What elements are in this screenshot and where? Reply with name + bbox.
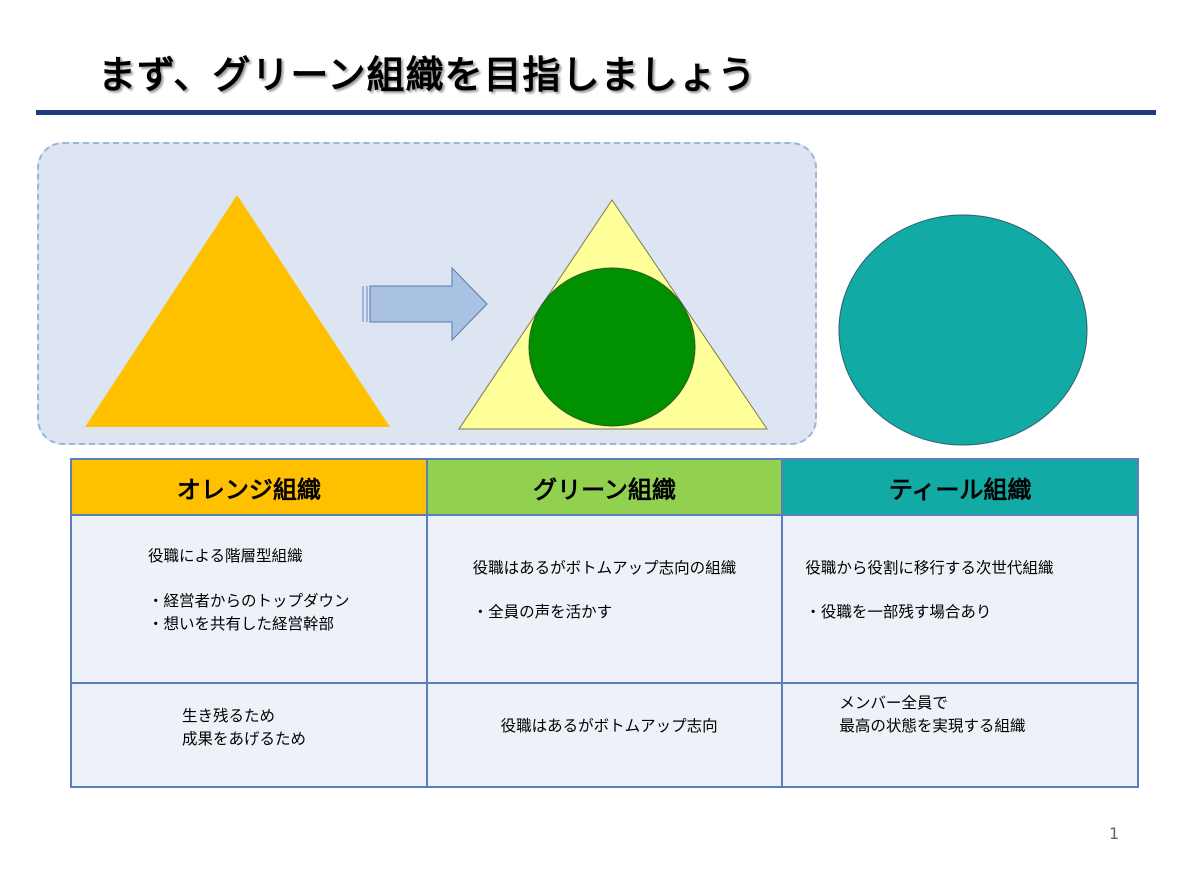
green-circle [528, 267, 696, 427]
green-bullet-1: ・全員の声を活かす [472, 603, 613, 621]
header-teal-org: ティール組織 [781, 458, 1139, 516]
orange-bullet-2: ・想いを共有した経営幹部 [148, 615, 335, 633]
header-green-org: グリーン組織 [425, 458, 784, 516]
cell-teal-purpose: メンバー全員で 最高の状態を実現する組織 [781, 682, 1139, 788]
table-row: 役職による階層型組織 ・経営者からのトップダウン ・想いを共有した経営幹部 役職… [70, 514, 1139, 684]
cell-green-purpose: 役職はあるがボトムアップ志向 [425, 682, 784, 788]
teal-lead-text: 役職から役割に移行する次世代組織 [805, 559, 1054, 577]
green-purpose-line-1: 役職はあるがボトムアップ志向 [500, 717, 718, 735]
slide-title: まず、グリーン組織を目指しましょう [98, 53, 757, 97]
orange-bullet-1: ・経営者からのトップダウン [148, 592, 350, 610]
cell-orange-purpose: 生き残るため 成果をあげるため [70, 682, 428, 788]
cell-teal-description: 役職から役割に移行する次世代組織 ・役職を一部残す場合あり [781, 514, 1139, 684]
cell-green-description: 役職はあるがボトムアップ志向の組織 ・全員の声を活かす [425, 514, 784, 684]
green-lead-text: 役職はあるがボトムアップ志向の組織 [472, 559, 737, 577]
organization-comparison-table: オレンジ組織 グリーン組織 ティール組織 役職による階層型組織 ・経営者からのト… [70, 458, 1139, 788]
cell-orange-description: 役職による階層型組織 ・経営者からのトップダウン ・想いを共有した経営幹部 [70, 514, 428, 684]
table-row: 生き残るため 成果をあげるため 役職はあるがボトムアップ志向 メンバー全員で 最… [70, 682, 1139, 788]
header-orange-org: オレンジ組織 [70, 458, 428, 516]
teal-bullet-1: ・役職を一部残す場合あり [805, 603, 992, 621]
teal-purpose-line-2: 最高の状態を実現する組織 [839, 717, 1026, 735]
orange-purpose-line-2: 成果をあげるため [182, 730, 307, 748]
organization-diagram [85, 195, 1088, 446]
teal-circle [838, 214, 1088, 446]
orange-lead-text: 役職による階層型組織 [148, 547, 303, 565]
orange-triangle [85, 195, 390, 427]
title-underline [36, 110, 1156, 115]
table-header-row: オレンジ組織 グリーン組織 ティール組織 [70, 458, 1139, 516]
arrow-right-icon [362, 266, 488, 342]
page-number: 1 [1109, 824, 1120, 843]
orange-purpose-line-1: 生き残るため [182, 707, 276, 725]
teal-purpose-line-1: メンバー全員で [839, 694, 948, 712]
